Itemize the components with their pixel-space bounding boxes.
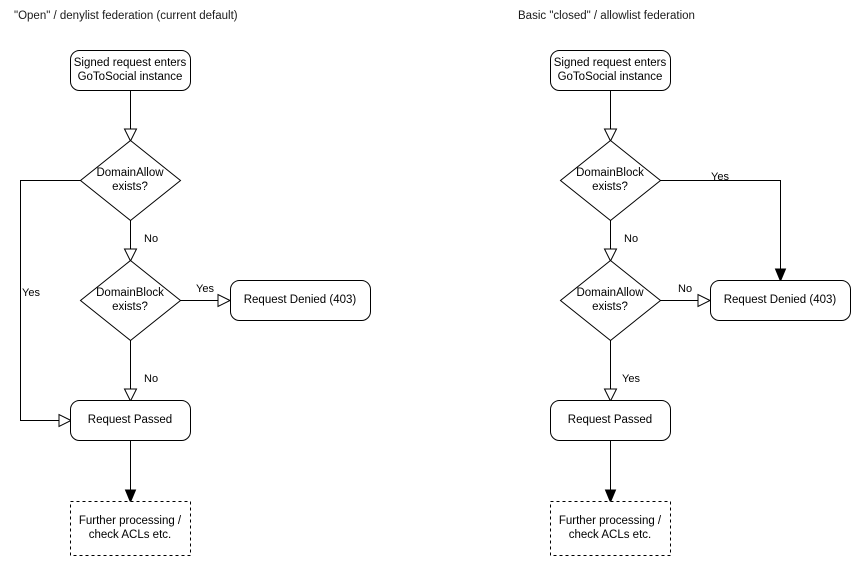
left-edge-label-allow-no: No [144, 233, 159, 245]
right-passed-box [550, 400, 671, 441]
right-arrowhead-domainallow-top [603, 248, 618, 263]
left-arrowhead-denied-left [217, 293, 232, 308]
left-domainblock-diamond [79, 259, 182, 342]
left-arrowhead-domainallow-top [123, 128, 138, 143]
right-arrowhead-further-top [604, 489, 617, 504]
right-arrowhead-passed-top [603, 388, 618, 403]
right-arrowhead-domainblock-top [603, 128, 618, 143]
left-entry-box [70, 50, 191, 91]
right-edge-label-block-yes: Yes [711, 171, 729, 183]
right-edge-label-block-no: No [624, 233, 639, 245]
left-passed-box [70, 400, 191, 441]
left-arrowhead-passed-top [123, 388, 138, 403]
left-edge-label-block-no: No [144, 373, 159, 385]
right-domainallow-diamond [559, 259, 662, 342]
left-edge-label-block-yes: Yes [196, 283, 214, 295]
right-entry-box [550, 50, 671, 91]
right-arrowhead-denied-top [774, 268, 787, 283]
right-panel-title: Basic "closed" / allowlist federation [518, 10, 695, 22]
left-further-box [70, 501, 191, 556]
left-arrowhead-domainblock-top [123, 248, 138, 263]
right-domainblock-diamond [559, 139, 662, 222]
left-domainallow-diamond [79, 139, 182, 222]
right-edge-domainblock-yes [660, 180, 781, 273]
left-denied-box [230, 280, 371, 321]
left-arrowhead-further-top [124, 489, 137, 504]
right-further-box [550, 501, 671, 556]
left-edge-domainallow-yes [20, 180, 81, 421]
left-arrowhead-passed-left [58, 413, 73, 428]
right-arrowhead-denied-left [697, 293, 712, 308]
right-edge-label-allow-yes: Yes [622, 373, 640, 385]
right-edge-label-allow-no: No [678, 283, 693, 295]
right-denied-box [710, 280, 851, 321]
left-edge-label-allow-yes: Yes [22, 287, 40, 299]
left-panel-title: "Open" / denylist federation (current de… [14, 10, 238, 22]
